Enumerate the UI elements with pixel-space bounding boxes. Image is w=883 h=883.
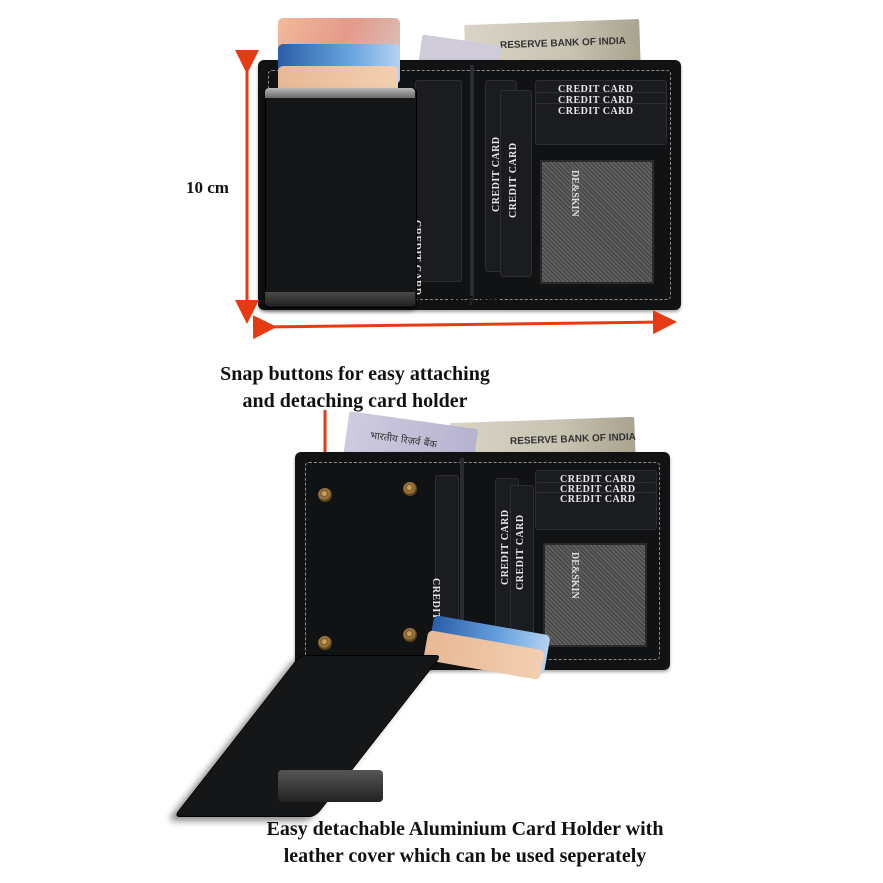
center-fold [460,458,464,666]
card-slot-3 [535,103,667,145]
card-slot-label: CREDIT CARD [560,474,636,485]
card-slot-label: CREDIT CARD [558,106,634,117]
snap-annotation-line2: and detaching card holder [242,390,468,412]
snap-annotation-line1: Snap buttons for easy attaching [220,363,490,385]
bottom-caption-line2: leather cover which can be used seperate… [283,845,647,867]
bottom-caption-line1: Easy detachable Aluminium Card Holder wi… [266,818,664,840]
card-slot-3 [535,492,657,530]
snap-button [403,482,417,496]
brand-logo: DE&SKIN [569,552,580,599]
snap-button [318,488,332,502]
id-window [540,160,654,284]
snap-annotation: Snap buttons for easy attaching and deta… [190,361,520,415]
card-slot-label: CREDIT CARD [560,494,636,505]
vertical-slot [510,485,534,637]
snap-button [403,628,417,642]
card-holder-metal-bottom [265,292,415,306]
vertical-slot [500,90,532,277]
card-slot-label: CREDIT CARD [558,95,634,106]
center-fold [470,65,474,305]
dimension-arrows [235,50,677,340]
vertical-slot [435,475,459,637]
width-arrow [252,310,677,340]
card-holder [265,88,417,308]
bottom-caption: Easy detachable Aluminium Card Holder wi… [200,816,730,870]
card-holder-metal-edge [265,88,415,98]
vertical-slot-label: CREDIT CARD [500,509,511,585]
vertical-slot-label: CREDIT CARD [515,514,526,590]
width-label: 19.5 cm [445,292,501,311]
snap-button [318,636,332,650]
card-slot-label: CREDIT CARD [558,84,634,95]
card-slot-label: CREDIT CARD [560,484,636,495]
height-label: 10 cm [186,178,229,197]
id-window [543,543,647,647]
card-holder-metal-end [278,770,383,802]
